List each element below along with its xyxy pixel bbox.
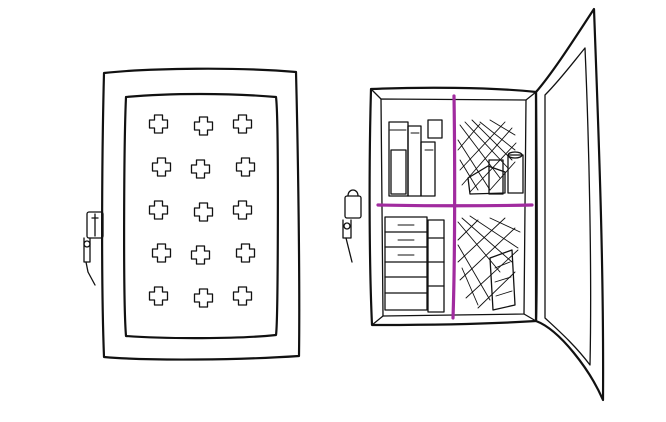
plus-icon — [148, 114, 169, 134]
plus-icon — [235, 243, 256, 263]
shelf-divider-horizontal — [376, 203, 534, 208]
compartment-bottom-left — [384, 216, 445, 313]
plus-icon — [193, 288, 214, 308]
cross-grid — [148, 114, 256, 308]
key-icon — [342, 219, 353, 263]
padlock-icon — [86, 211, 104, 239]
compartment-top-left — [388, 119, 443, 197]
plus-icon — [235, 157, 256, 177]
key-icon — [83, 237, 96, 286]
compartment-bottom-right — [457, 215, 521, 311]
plus-icon — [232, 200, 253, 220]
closed-cabinet-outer-frame — [101, 67, 301, 361]
closed-cabinet — [83, 67, 301, 361]
open-cabinet-lock — [342, 189, 362, 263]
plus-icon — [193, 116, 214, 136]
plus-icon — [190, 159, 211, 179]
plus-icon — [190, 245, 211, 265]
plus-icon — [151, 157, 172, 177]
plus-icon — [232, 286, 253, 306]
plus-icon — [148, 200, 169, 220]
closed-cabinet-lock — [83, 211, 104, 286]
shelf-divider-vertical — [451, 94, 457, 320]
plus-icon — [232, 114, 253, 134]
padlock-icon — [344, 195, 362, 219]
closed-cabinet-inner-panel — [123, 92, 279, 340]
plus-icon — [148, 286, 169, 306]
open-door-outer — [534, 7, 605, 402]
compartment-top-right — [457, 119, 524, 195]
open-cabinet — [342, 7, 605, 402]
open-door-inner-panel — [544, 47, 592, 366]
plus-icon — [193, 202, 214, 222]
open-door — [534, 7, 605, 402]
plus-icon — [151, 243, 172, 263]
